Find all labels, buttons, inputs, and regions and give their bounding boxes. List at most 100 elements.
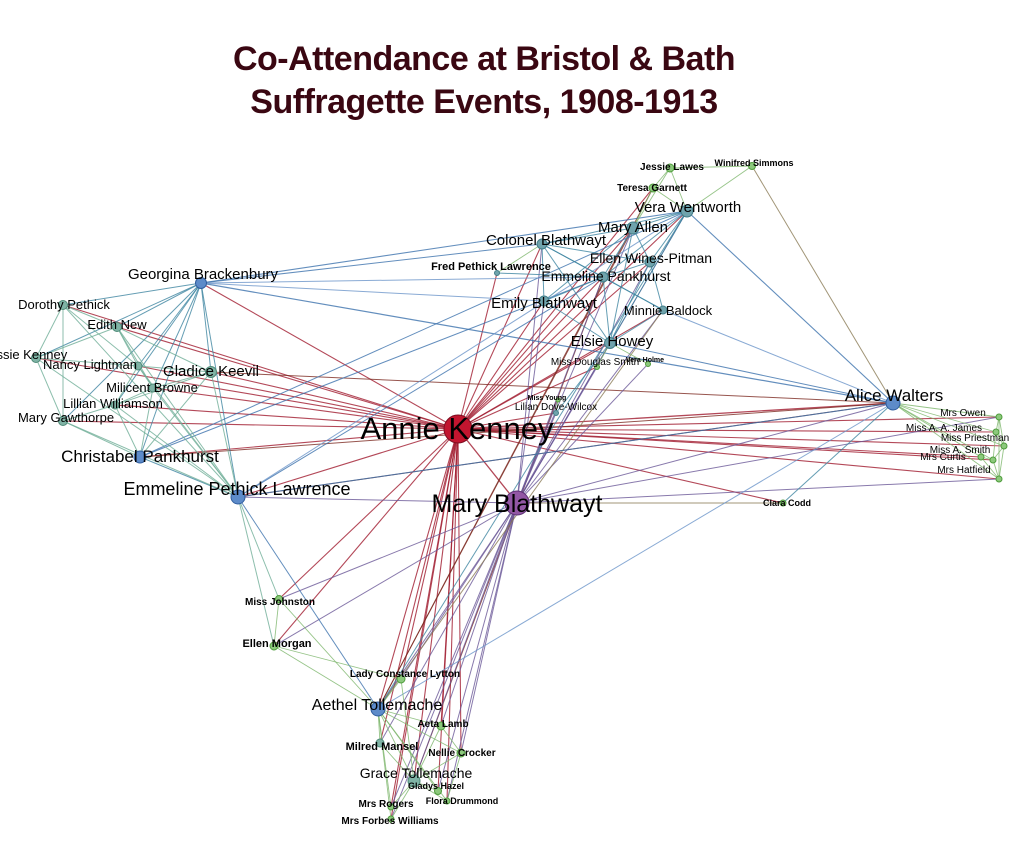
node-fd[interactable]	[443, 797, 451, 805]
node-mj[interactable]	[275, 595, 283, 603]
edge-ak-ewp	[457, 261, 651, 430]
edge-ws-vw	[686, 165, 753, 212]
node-jl[interactable]	[665, 163, 675, 173]
label-nl: Nancy Lightman	[43, 357, 137, 372]
edge-epl-en	[116, 326, 239, 498]
edge-gb-vw	[200, 210, 688, 284]
edge-nl-gk	[137, 365, 212, 373]
edge-fpl-cb	[496, 243, 543, 274]
node-lcl[interactable]	[396, 674, 406, 684]
edge-gk-lw	[114, 371, 212, 406]
label-ak: Annie Kenney	[360, 411, 554, 446]
node-mo[interactable]	[995, 413, 1003, 421]
node-eb[interactable]	[538, 295, 550, 307]
label-gk: Gladice Keevil	[163, 363, 259, 380]
node-ma[interactable]	[626, 221, 640, 235]
node-lw[interactable]	[110, 400, 120, 410]
label-en: Edith New	[87, 317, 147, 332]
node-gb[interactable]	[195, 277, 207, 289]
chart-title-line2: Suffragette Events, 1908-1913	[250, 82, 718, 121]
edge-aw-eh	[609, 342, 894, 404]
node-mp[interactable]	[1000, 442, 1008, 450]
chart-title-line1: Co-Attendance at Bristol & Bath	[232, 40, 736, 78]
node-cp[interactable]	[133, 450, 147, 464]
edge-al-nc	[440, 725, 462, 754]
edge-mb-mh	[516, 478, 1000, 504]
node-aw[interactable]	[885, 395, 901, 411]
node-cb[interactable]	[536, 238, 548, 250]
edge-mb-mj	[278, 502, 518, 600]
label-ws: Winifred Simmons	[715, 158, 794, 168]
node-ldw[interactable]	[553, 410, 559, 416]
node-vw[interactable]	[680, 204, 694, 218]
edge-ep-mbal	[602, 276, 664, 311]
edge-mb-epl	[237, 496, 518, 504]
node-epl[interactable]	[230, 489, 246, 505]
node-en[interactable]	[112, 322, 122, 332]
node-mbal[interactable]	[658, 305, 668, 315]
node-gh[interactable]	[434, 787, 442, 795]
node-my[interactable]	[555, 397, 561, 403]
node-al[interactable]	[436, 721, 446, 731]
edge-eb-eh	[543, 300, 611, 344]
chart-title: Co-Attendance at Bristol & Bath Suffrage…	[0, 38, 968, 123]
node-mbr[interactable]	[148, 383, 158, 393]
node-mm[interactable]	[375, 738, 385, 748]
node-ewp[interactable]	[644, 256, 656, 268]
edge-ak-mp	[457, 428, 1005, 447]
node-ak[interactable]	[443, 414, 473, 444]
edge-ak-ma	[457, 227, 634, 430]
node-em[interactable]	[269, 641, 279, 651]
label-eh: Elsie Howey	[571, 333, 654, 350]
node-fpl[interactable]	[494, 270, 500, 276]
edge-gb-epl	[200, 282, 239, 498]
edge-mbal-eh	[609, 309, 664, 344]
node-mh[interactable]	[995, 475, 1003, 483]
node-mb[interactable]	[504, 490, 530, 516]
node-ws[interactable]	[748, 162, 756, 170]
node-nl[interactable]	[133, 361, 143, 371]
edge-epl-aw	[237, 402, 894, 498]
edge-gk-mbr	[152, 371, 212, 389]
edge-gb-lw	[114, 282, 202, 406]
label-mj: Miss Johnston	[245, 597, 315, 608]
edge-vw-ewp	[649, 210, 688, 263]
edge-dp-nl	[62, 304, 139, 367]
node-maj[interactable]	[992, 428, 1000, 436]
label-epl: Emmeline Pethick Lawrence	[123, 479, 350, 499]
label-lw: Lillian Williamson	[63, 396, 163, 411]
node-vh[interactable]	[645, 361, 651, 367]
node-mr[interactable]	[387, 803, 395, 811]
node-mas[interactable]	[989, 456, 997, 464]
node-tg[interactable]	[648, 183, 658, 193]
node-nc[interactable]	[456, 748, 466, 758]
node-at[interactable]	[370, 701, 386, 717]
node-mg[interactable]	[58, 416, 68, 426]
edge-ep-eh	[602, 276, 611, 344]
node-dp[interactable]	[58, 300, 68, 310]
node-cc[interactable]	[779, 499, 787, 507]
edge-gb-dp	[62, 282, 202, 306]
edge-tg-vw	[652, 187, 688, 212]
node-eh[interactable]	[604, 337, 616, 349]
edge-mo-mp	[998, 416, 1005, 447]
edge-ak-lw	[114, 404, 459, 430]
edge-gt-mfw	[390, 780, 415, 820]
edge-epl-jk	[35, 357, 239, 498]
edge-aw-at	[377, 402, 894, 710]
node-ep[interactable]	[597, 271, 609, 283]
node-mfw[interactable]	[387, 815, 395, 823]
node-gk[interactable]	[205, 366, 217, 378]
node-jk[interactable]	[31, 353, 41, 363]
edge-ma-eb	[543, 227, 634, 302]
node-mcu[interactable]	[977, 453, 985, 461]
edge-ak-em	[273, 428, 459, 647]
edge-vw-ep	[602, 210, 688, 278]
node-gt[interactable]	[407, 774, 421, 788]
node-mds[interactable]	[594, 364, 600, 370]
edge-ak-mcu	[457, 428, 982, 458]
edge-gt-nc	[413, 752, 462, 782]
edge-ak-cb	[457, 243, 543, 430]
edge-em-lcl	[273, 645, 402, 680]
edge-epl-mbr	[152, 387, 239, 498]
